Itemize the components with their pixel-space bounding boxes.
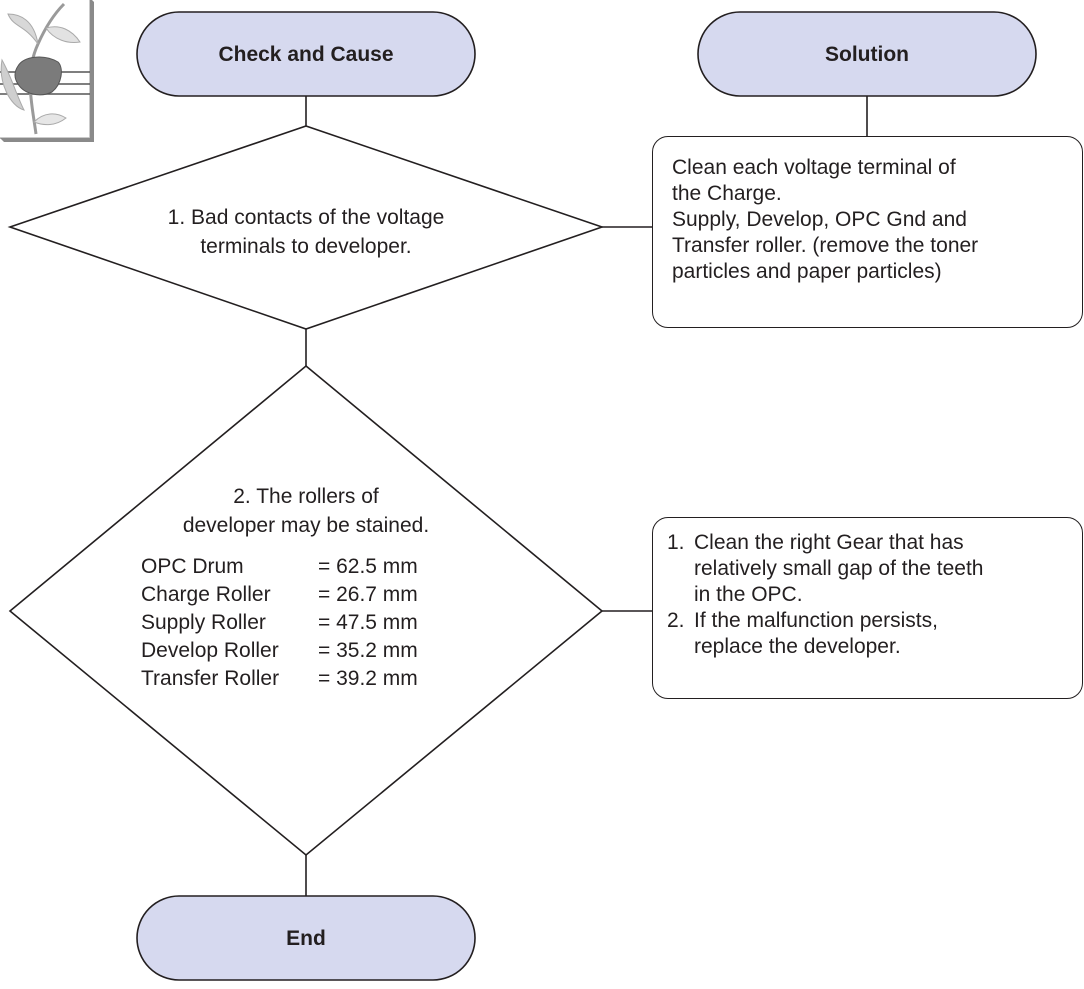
solution-text-line: the Charge. xyxy=(672,182,782,205)
step-text-line: If the malfunction persists, xyxy=(694,609,938,632)
solution-steps: 1. Clean the right Gear that has relativ… xyxy=(667,530,1072,660)
decision-rollers-stained: 2. The rollers of developer may be stain… xyxy=(8,364,604,857)
solution-text-line: Supply, Develop, OPC Gnd and xyxy=(672,208,967,231)
solution-text-line: Clean each voltage terminal of xyxy=(672,156,956,179)
solution-text-line: Transfer roller. (remove the toner xyxy=(672,234,979,257)
terminal-solution: Solution xyxy=(697,11,1037,97)
step-text-line: relatively small gap of the teeth xyxy=(694,557,984,580)
decision-text-line: terminals to developer. xyxy=(200,235,411,258)
measurement-value: = 26.7 mm xyxy=(318,583,418,606)
plant-illustration-icon xyxy=(0,0,94,142)
measurement-value: = 47.5 mm xyxy=(318,611,418,634)
terminal-label: Check and Cause xyxy=(218,43,393,66)
terminal-check-and-cause: Check and Cause xyxy=(136,11,476,97)
step-text-line: in the OPC. xyxy=(694,583,803,606)
solution-box-clean-terminals: Clean each voltage terminal of the Charg… xyxy=(652,136,1083,328)
measurement-name: Supply Roller xyxy=(141,611,266,634)
decision-text-line: 2. The rollers of xyxy=(233,485,379,508)
measurement-name: Transfer Roller xyxy=(141,667,279,690)
measurement-name: Develop Roller xyxy=(141,639,279,662)
decision-text-line: developer may be stained. xyxy=(183,514,429,537)
terminal-label: Solution xyxy=(825,43,909,66)
step-number: 2. xyxy=(667,609,685,632)
measurement-name: Charge Roller xyxy=(141,583,271,606)
step-text-line: replace the developer. xyxy=(694,635,901,658)
decision-text-line: 1. Bad contacts of the voltage xyxy=(168,206,445,229)
solution-box-clean-gear: 1. Clean the right Gear that has relativ… xyxy=(652,517,1083,699)
decision-bad-contacts: 1. Bad contacts of the voltage terminals… xyxy=(7,125,605,330)
step-number: 1. xyxy=(667,531,685,554)
step-text-line: Clean the right Gear that has xyxy=(694,531,964,554)
measurement-name: OPC Drum xyxy=(141,555,244,578)
solution-text-line: particles and paper particles) xyxy=(672,260,942,283)
solution-step: 2. If the malfunction persists, replace … xyxy=(667,608,1072,660)
measurement-value: = 62.5 mm xyxy=(318,555,418,578)
terminal-end: End xyxy=(136,895,476,981)
solution-step: 1. Clean the right Gear that has relativ… xyxy=(667,530,1072,608)
measurement-value: = 35.2 mm xyxy=(318,639,418,662)
measurement-value: = 39.2 mm xyxy=(318,667,418,690)
terminal-label: End xyxy=(286,927,326,950)
